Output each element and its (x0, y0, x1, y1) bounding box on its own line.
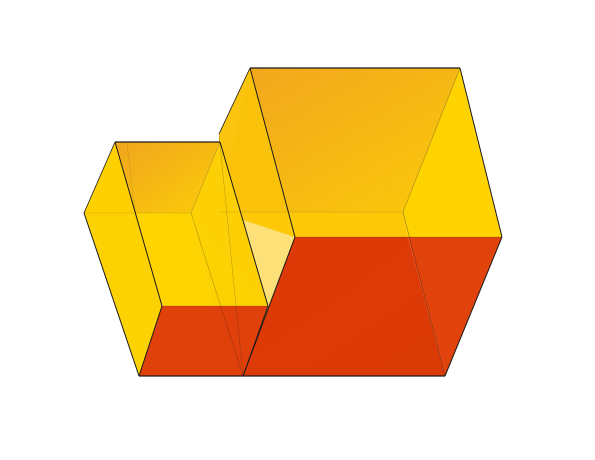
small-box-front-band (135, 213, 213, 306)
small-box-red-face (139, 306, 268, 376)
large-box-right-red-face (408, 237, 502, 376)
large-box-front-red-face (243, 237, 445, 376)
large-box-right-face-upper (403, 68, 502, 237)
small-box (84, 142, 268, 376)
edge-lines (83, 67, 503, 377)
large-box-front-upper-band (219, 212, 408, 237)
large-box (219, 68, 502, 376)
small-box-back-top-face (115, 142, 220, 213)
